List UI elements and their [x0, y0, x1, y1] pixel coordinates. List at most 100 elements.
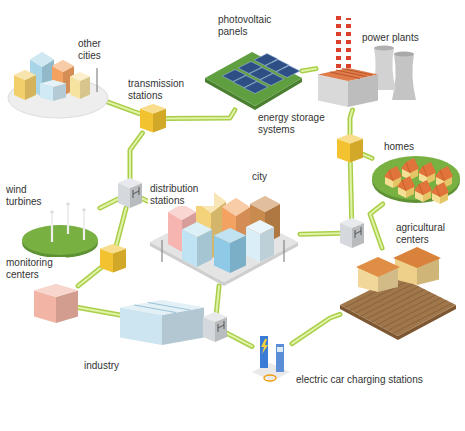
power-plant-art — [342, 69, 372, 76]
power-line-highlight — [130, 133, 142, 178]
photovoltaic-art — [205, 52, 302, 106]
junction-boxes — [140, 104, 166, 133]
city-group: other cities — [8, 52, 108, 116]
component-label: agricultural centers — [394, 222, 460, 245]
homes-art — [414, 180, 432, 202]
wind-turbines-art — [56, 190, 80, 234]
monitoring-center-art — [34, 284, 78, 323]
transmission-station: transmission stations — [140, 104, 166, 133]
city-art — [161, 240, 162, 262]
power-plant-art — [318, 12, 416, 107]
component-label: wind turbines — [4, 184, 52, 207]
power-plant: power plants — [316, 10, 420, 110]
junction-boxes — [218, 321, 224, 332]
industry-art — [148, 303, 190, 311]
distribution-station: distribution stations — [118, 178, 142, 208]
solar-field: photovoltaic panels — [205, 48, 302, 110]
power-plant-art — [346, 18, 351, 74]
power-plant-art — [318, 68, 378, 107]
component-label: city — [250, 171, 269, 183]
power-line-highlight — [108, 102, 140, 114]
junction-boxes — [337, 134, 363, 163]
junction-boxes — [100, 104, 364, 342]
power-line-highlight — [370, 204, 383, 248]
component-label: electric car charging stations — [294, 374, 425, 386]
power-line — [108, 102, 140, 114]
power-plant-art — [318, 68, 378, 81]
photovoltaic-art — [276, 66, 300, 78]
component-label: distribution stations — [148, 183, 214, 206]
charging-station-art — [277, 347, 283, 352]
power-plant-art — [336, 12, 341, 72]
agricultural-art — [393, 247, 441, 268]
storage-station: energy storage systems — [337, 134, 363, 163]
wind-farm: wind turbines — [22, 200, 100, 255]
power-line — [78, 307, 120, 315]
charging-station-art — [252, 363, 290, 381]
homes-art — [431, 182, 449, 204]
industry-art — [120, 300, 204, 345]
component-label: transmission stations — [126, 78, 196, 101]
component-label: energy storage systems — [256, 112, 334, 135]
charging-station-art — [276, 344, 284, 372]
power-line-highlight — [363, 154, 372, 158]
junction-boxes — [203, 312, 227, 342]
power-line — [100, 199, 118, 208]
junction-boxes — [133, 187, 139, 198]
charging-station-art — [264, 375, 276, 381]
charging-station: electric car charging stations — [252, 332, 292, 382]
charging-station-art — [261, 339, 268, 354]
power-line-highlight — [78, 307, 120, 315]
factory: industry — [120, 300, 204, 345]
city-art — [182, 222, 212, 267]
power-line — [302, 69, 316, 71]
agricultural-art — [356, 257, 400, 277]
city-art — [283, 240, 284, 262]
power-line — [350, 110, 352, 134]
junction-boxes — [100, 244, 126, 273]
power-line — [130, 133, 142, 178]
power-line — [363, 154, 372, 158]
power-line — [292, 314, 340, 343]
component-label: photovoltaic panels — [216, 14, 286, 37]
power-line-highlight — [350, 110, 352, 134]
other-cities-art — [96, 68, 97, 92]
wind-turbines-art — [22, 225, 98, 255]
monitoring-center: monitoring centers — [34, 284, 78, 323]
monitoring-center-art — [34, 284, 78, 323]
power-plant-art — [374, 46, 394, 51]
component-label: industry — [82, 360, 121, 372]
component-label: power plants — [360, 32, 421, 44]
homes-art — [397, 176, 415, 198]
junction-boxes — [355, 227, 361, 238]
other-cities-art — [8, 52, 108, 118]
charging-station-art — [252, 336, 290, 381]
wind-turbines-art — [72, 196, 96, 240]
photovoltaic-art — [260, 74, 284, 86]
photovoltaic-art — [244, 82, 268, 94]
photovoltaic-art — [205, 52, 302, 110]
charging-station-art — [260, 336, 268, 368]
power-line-highlight — [166, 110, 235, 118]
other-cities-art — [14, 70, 36, 100]
city-art — [214, 228, 246, 273]
power-line-highlight — [302, 69, 316, 71]
component-label: other cities — [76, 38, 120, 61]
city-block: city — [148, 186, 300, 286]
agricultural-art — [340, 247, 456, 340]
junction-boxes — [118, 178, 142, 208]
power-plant-art — [336, 70, 366, 77]
power-plant-art — [392, 54, 416, 100]
industry-art — [120, 300, 204, 345]
other-cities-art — [70, 72, 90, 99]
power-line-highlight — [100, 199, 118, 208]
farm-group: agricultural centers — [340, 248, 456, 338]
city-art — [246, 220, 274, 262]
junction-boxes — [340, 218, 364, 248]
power-line-highlight — [292, 314, 340, 343]
power-line — [370, 204, 383, 248]
component-label: monitoring centers — [4, 257, 66, 280]
